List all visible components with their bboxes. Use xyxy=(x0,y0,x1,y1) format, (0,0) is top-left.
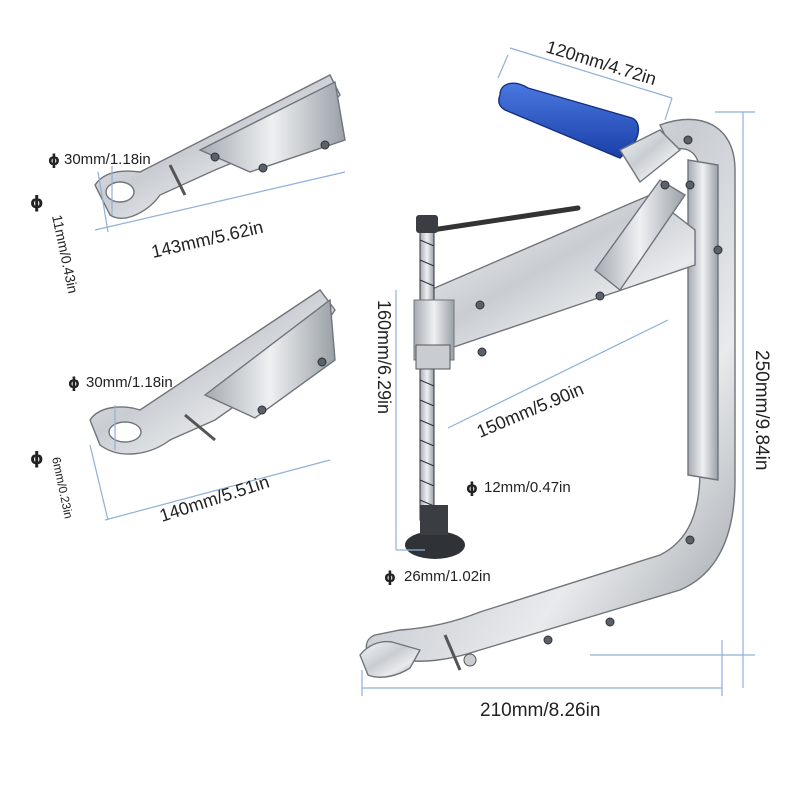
height-label: 250mm/9.84in xyxy=(751,350,772,470)
middle-jaw-diameter-symbol: ϕ xyxy=(30,449,44,469)
screw-height-label: 160mm/6.29in xyxy=(374,300,394,414)
main-tool xyxy=(359,82,736,678)
main-dimension-lines xyxy=(361,47,755,696)
screw-diameter-symbol: ϕ xyxy=(466,479,478,497)
screw-diameter-label: 12mm/0.47in xyxy=(484,479,571,496)
top-length-label: 143mm/5.62in xyxy=(149,217,265,262)
top-diameter-symbol: ϕ xyxy=(48,151,60,169)
middle-diameter-symbol: ϕ xyxy=(68,374,80,392)
top-jaw-label: 11mm/0.43in xyxy=(49,213,81,294)
pad-diameter-label: 26mm/1.02in xyxy=(404,568,491,585)
middle-dimension-lines xyxy=(89,405,331,521)
top-jaw-diameter-symbol: ϕ xyxy=(30,193,44,213)
middle-diameter-label: 30mm/1.18in xyxy=(86,374,173,391)
width-label: 210mm/8.26in xyxy=(480,700,600,721)
top-diameter-label: 30mm/1.18in xyxy=(64,151,151,168)
middle-length-label: 140mm/5.51in xyxy=(157,472,272,526)
middle-jaw-tool xyxy=(89,289,336,455)
pad-diameter-symbol: ϕ xyxy=(384,568,396,586)
handle-length-label: 120mm/4.72in xyxy=(544,37,659,89)
top-jaw-tool xyxy=(94,74,346,219)
middle-jaw-label: 6mm/0.23in xyxy=(49,456,76,520)
top-dimension-lines xyxy=(94,166,346,233)
